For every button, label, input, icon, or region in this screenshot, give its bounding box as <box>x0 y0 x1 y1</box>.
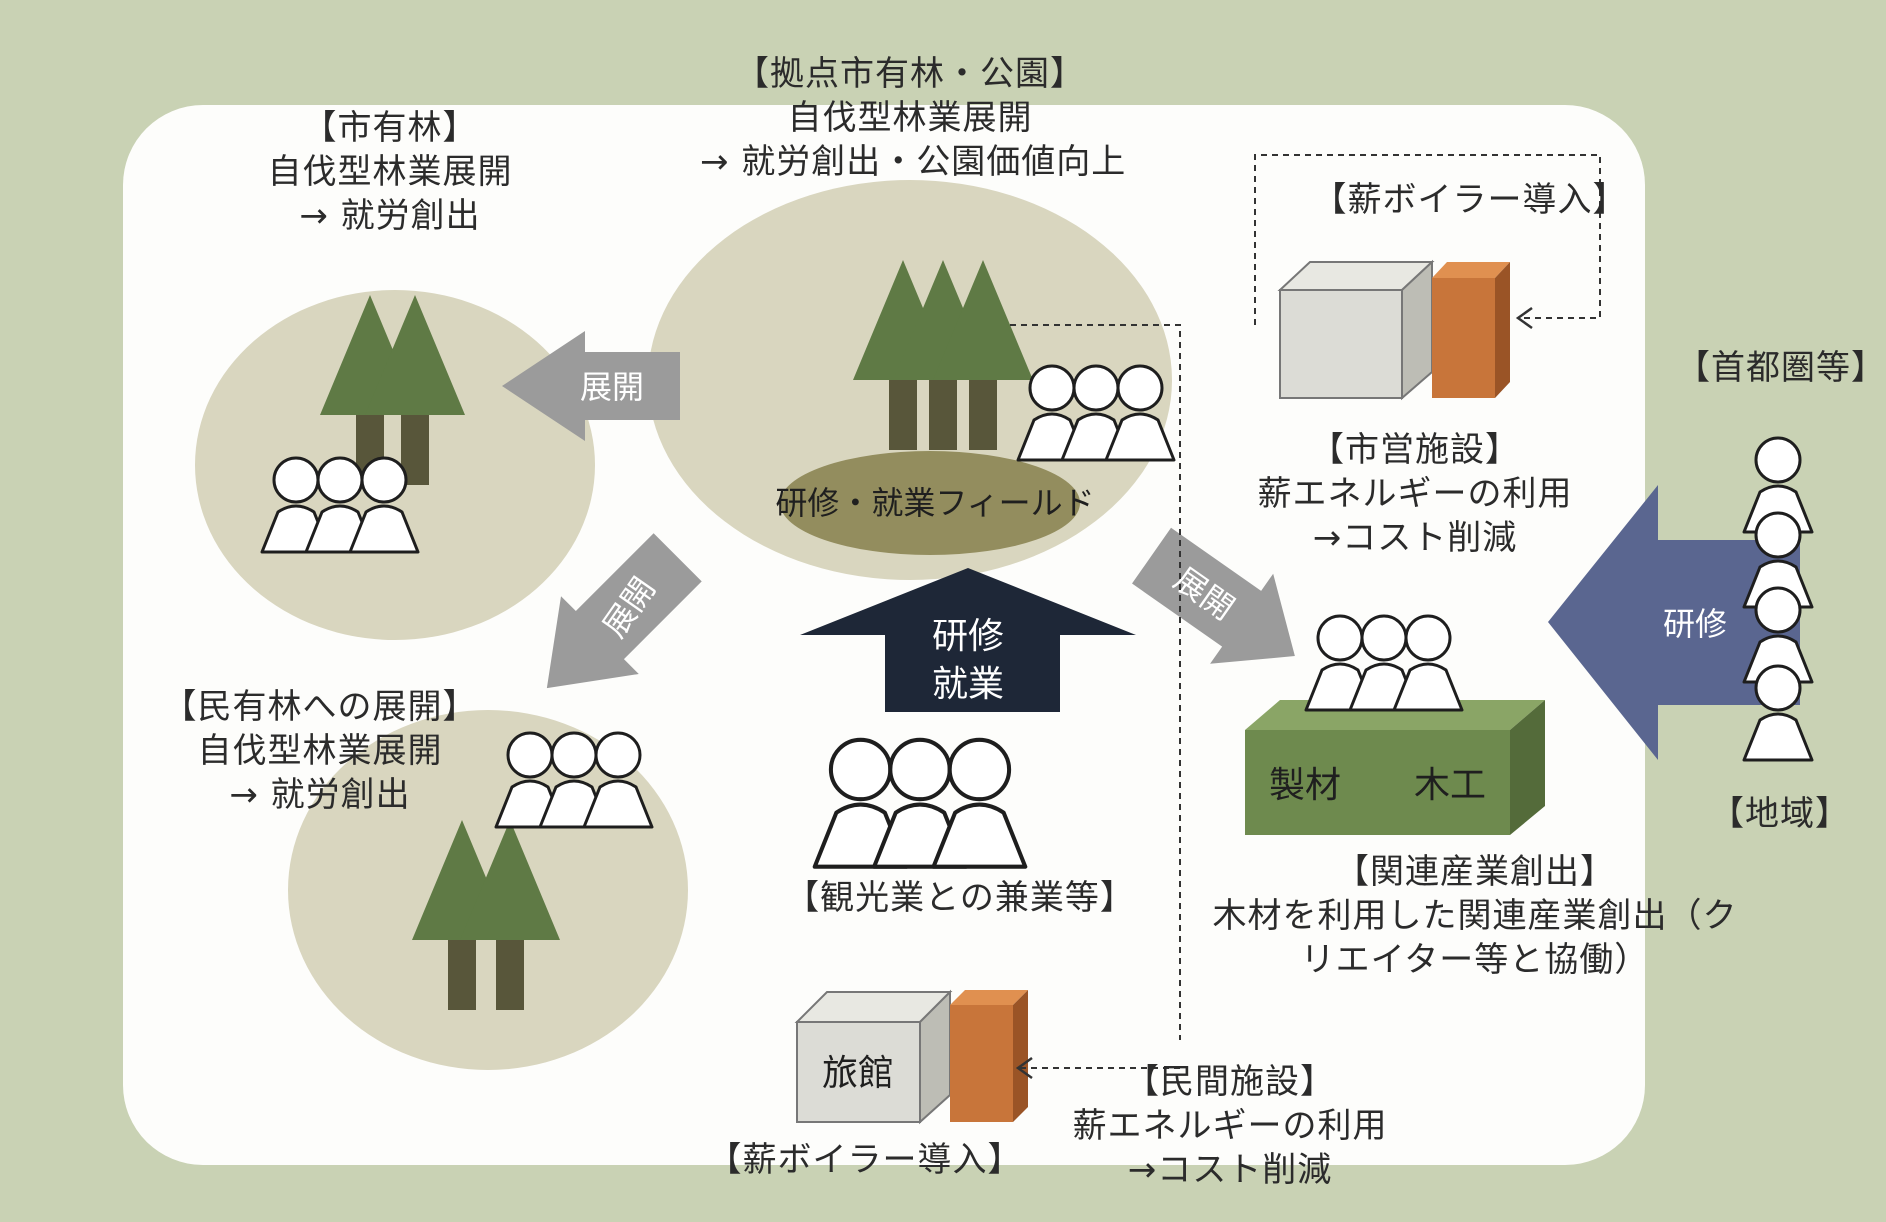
training-up-arrow: 研修 就業 <box>800 568 1136 712</box>
private-facility-line2: →コスト削減 <box>1127 1150 1333 1190</box>
city-facility-line2: →コスト削減 <box>1312 518 1518 558</box>
capital-title: 【首都圏等】 <box>1676 348 1886 388</box>
dashed-connector-icon <box>1010 154 1601 1069</box>
capital-label: 【首都圏等】 <box>1676 346 1886 390</box>
hub-line1: 自伐型林業展開 <box>787 98 1033 138</box>
inn-label: 【薪ボイラー導入】 <box>700 1138 1030 1182</box>
city-facility-title: 【市営施設】 <box>1310 430 1520 470</box>
hub-label: 【拠点市有林・公園】 自伐型林業展開 → 就労創出・公園価値向上 <box>700 52 1127 184</box>
city-forest-line2: → 就労創出 <box>299 196 481 236</box>
tourism-title: 【観光業との兼業等】 <box>785 878 1135 918</box>
private-facility-title: 【民間施設】 <box>1125 1062 1335 1102</box>
private-forest-line1: 自伐型林業展開 <box>197 731 443 771</box>
expand-left-label: 展開 <box>580 368 644 406</box>
box-woodwork-label: 木工 <box>1414 765 1486 806</box>
region-label: 【地域】 <box>1700 792 1860 836</box>
city-boiler-label: 【薪ボイラー導入】 <box>1305 178 1635 222</box>
inn-boiler-icon: 旅館 <box>794 989 1028 1125</box>
city-forest-title: 【市有林】 <box>302 108 478 148</box>
expand-down-right-arrow: 展開 <box>1132 527 1295 664</box>
region-title: 【地域】 <box>1710 794 1850 834</box>
inn-box-label: 旅館 <box>822 1053 894 1094</box>
private-forest-line2: → 就労創出 <box>229 775 411 815</box>
training-label-1: 研修 <box>932 616 1004 657</box>
tourism-label: 【観光業との兼業等】 <box>770 876 1150 920</box>
city-forest-line1: 自伐型林業展開 <box>267 152 513 192</box>
city-forest-label: 【市有林】 自伐型林業展開 → 就労創出 <box>225 106 555 238</box>
industry-label: 【関連産業創出】 木材を利用した関連産業創出（ク リエイター等と協働） <box>1195 850 1755 982</box>
city-boiler-icon <box>1277 259 1510 401</box>
training-label-2: 就業 <box>932 664 1004 705</box>
private-facility-line1: 薪エネルギーの利用 <box>1072 1106 1388 1146</box>
hub-title: 【拠点市有林・公園】 <box>735 54 1085 94</box>
capital-people-icon <box>1742 436 1814 762</box>
private-forest-title: 【民有林への展開】 <box>162 687 478 727</box>
capital-training-arrow: 研修 <box>1548 485 1800 760</box>
inn-title: 【薪ボイラー導入】 <box>707 1140 1023 1180</box>
private-forest-label: 【民有林への展開】 自伐型林業展開 → 就労創出 <box>150 685 490 817</box>
city-boiler-title: 【薪ボイラー導入】 <box>1312 180 1628 220</box>
hub-line2: → 就労創出・公園価値向上 <box>700 142 1127 182</box>
city-facility-line1: 薪エネルギーの利用 <box>1257 474 1573 514</box>
private-facility-label: 【民間施設】 薪エネルギーの利用 →コスト削減 <box>1045 1060 1415 1192</box>
industry-title: 【関連産業創出】 <box>1335 852 1615 892</box>
industry-boxes-icon: 製材 木工 <box>1245 700 1545 835</box>
city-facility-label: 【市営施設】 薪エネルギーの利用 →コスト削減 <box>1230 428 1600 560</box>
industry-line2: リエイター等と協働） <box>1300 940 1650 980</box>
capital-training-label: 研修 <box>1663 605 1727 643</box>
box-lumber-label: 製材 <box>1269 765 1341 806</box>
field-label: 研修・就業フィールド <box>775 484 1094 522</box>
industry-line1: 木材を利用した関連産業創出（ク <box>1212 896 1738 936</box>
field-oval <box>780 451 1080 555</box>
dashed-arrowheads <box>1015 306 1533 1080</box>
expand-left-arrow: 展開 <box>502 331 680 441</box>
